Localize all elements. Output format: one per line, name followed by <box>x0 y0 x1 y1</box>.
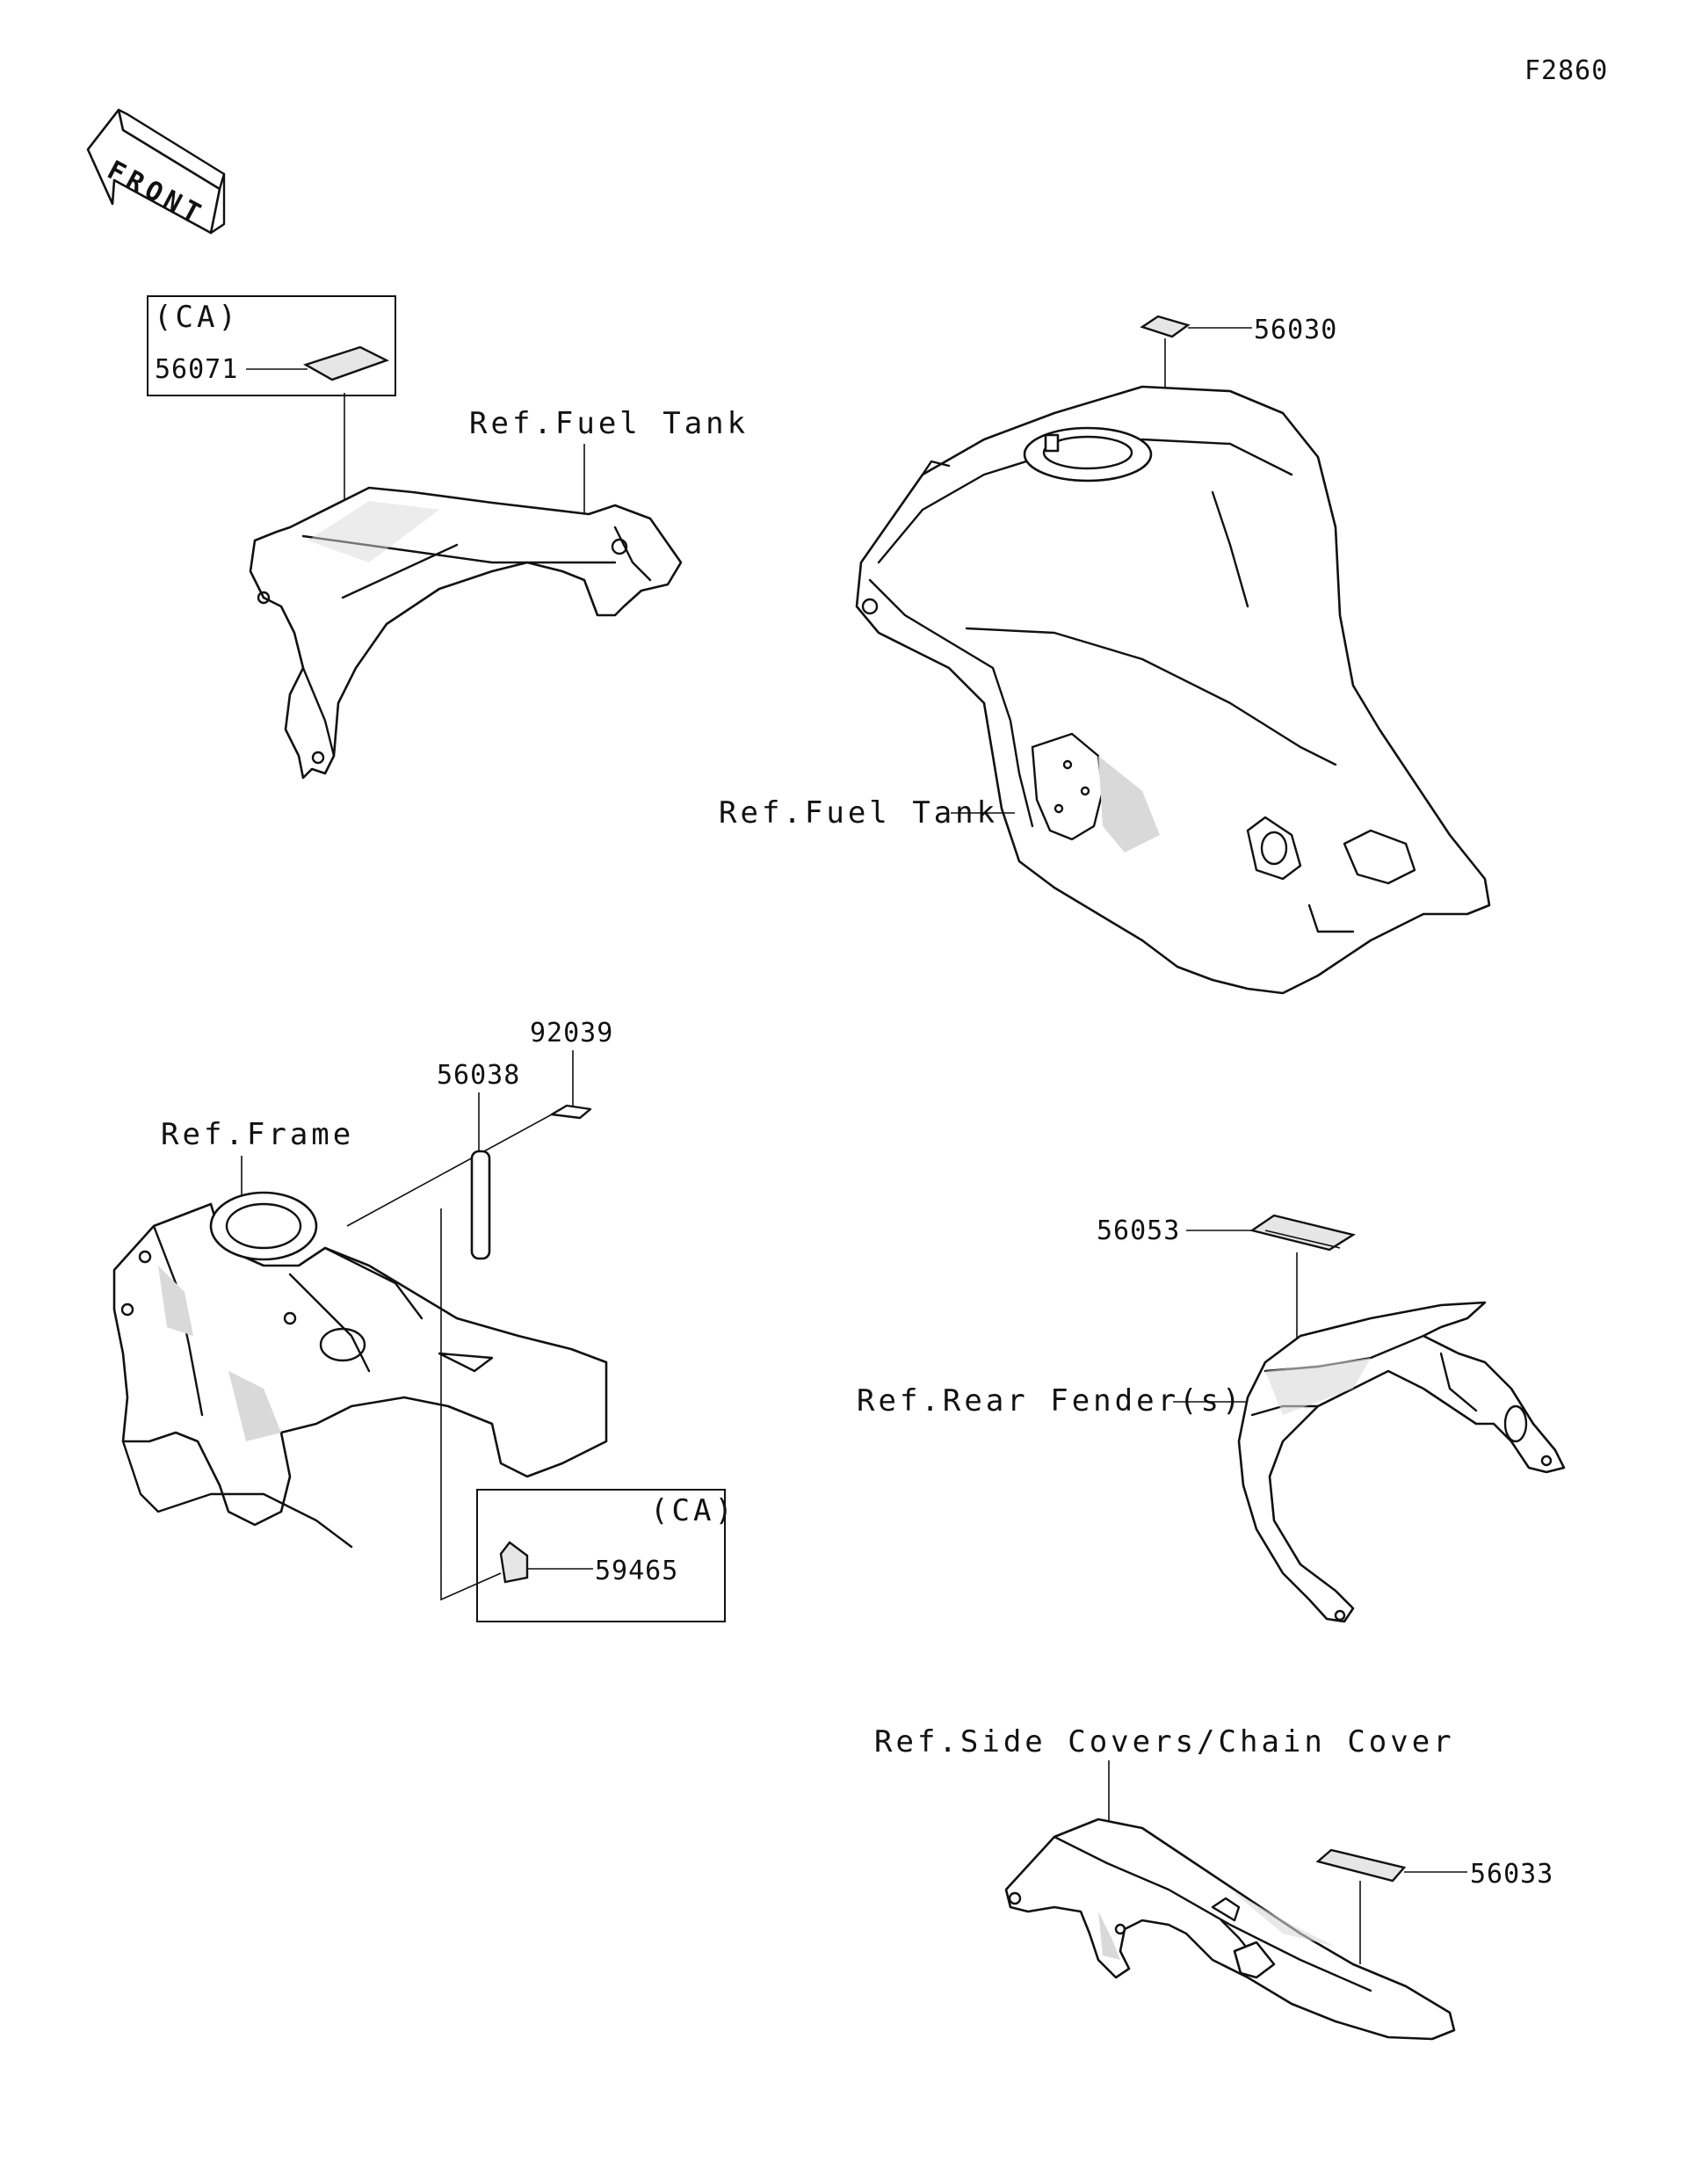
ref-label-frame[interactable]: Ref.Frame <box>161 1117 354 1152</box>
figure-code: F2860 <box>1524 55 1608 86</box>
label-sticker-56053 <box>1249 1214 1357 1252</box>
rivet-92039 <box>550 1104 592 1120</box>
ref-label-rear-fender[interactable]: Ref.Rear Fender(s) <box>857 1383 1243 1419</box>
part-number-56033[interactable]: 56033 <box>1470 1859 1553 1890</box>
rear-fender-part <box>1237 1301 1566 1623</box>
group-upper-right: 56030 Ref.Fuel Tank <box>719 315 1491 995</box>
part-number-56030[interactable]: 56030 <box>1254 315 1337 345</box>
front-direction-arrow-icon: FRONT <box>86 108 226 235</box>
ref-label-fuel-tank-upper-left[interactable]: Ref.Fuel Tank <box>469 406 749 441</box>
part-number-56053[interactable]: 56053 <box>1097 1215 1180 1246</box>
frame-part <box>112 1191 608 1549</box>
ca-box-middle-left <box>476 1489 726 1622</box>
chain-cover-part <box>1004 1818 1456 2041</box>
fuel-tank-part <box>855 385 1491 995</box>
label-plate-56038 <box>470 1150 491 1260</box>
label-sticker-56033 <box>1315 1848 1407 1883</box>
part-number-59465[interactable]: 59465 <box>595 1556 678 1586</box>
group-middle-left: 92039 56038 Ref.Frame (CA) <box>112 1018 736 1622</box>
group-middle-right: 56053 Ref.Rear Fender(s) <box>857 1214 1566 1623</box>
ca-region-label-middle-left: (CA) <box>650 1493 736 1528</box>
ca-box-upper-left <box>147 295 396 396</box>
ref-label-fuel-tank-upper-right[interactable]: Ref.Fuel Tank <box>719 795 998 831</box>
ca-region-label-upper-left: (CA) <box>154 300 240 335</box>
fuel-tank-cover-part <box>249 486 683 780</box>
label-sticker-56030 <box>1140 315 1191 338</box>
ref-label-side-covers-chain-cover[interactable]: Ref.Side Covers/Chain Cover <box>874 1724 1455 1760</box>
label-sticker-56071 <box>303 345 390 381</box>
part-number-92039[interactable]: 92039 <box>530 1018 613 1048</box>
label-sticker-59465 <box>499 1541 529 1584</box>
part-number-56038[interactable]: 56038 <box>437 1060 520 1091</box>
group-upper-left: (CA) 56071 Ref.Fuel Tank <box>147 295 749 780</box>
part-number-56071[interactable]: 56071 <box>155 354 238 385</box>
group-lower-right: Ref.Side Covers/Chain Cover 56033 <box>874 1724 1553 2041</box>
